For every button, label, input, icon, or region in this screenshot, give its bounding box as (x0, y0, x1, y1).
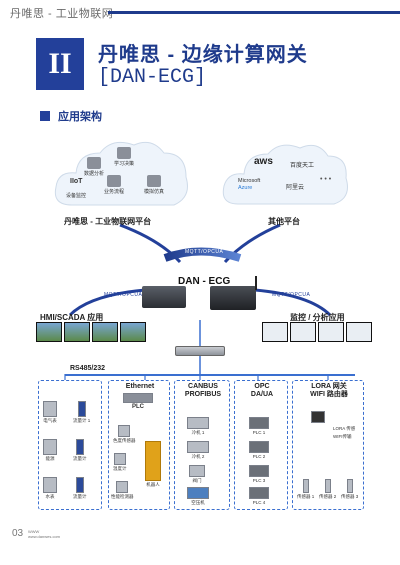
device-sensor-2: 传感器 2 (319, 479, 336, 500)
hmi-label: HMI/SCADA 应用 (40, 313, 104, 322)
monitor-icon (346, 322, 372, 342)
item-monitoring: 设备监控 (66, 193, 87, 199)
aliyun-logo: 阿里云 (286, 185, 305, 191)
analysis-monitors (262, 322, 372, 342)
top-bar: 丹唯思 - 工业物联网 (0, 0, 400, 24)
item-iiot: IIoT (70, 178, 83, 185)
gateway-unit-2 (210, 286, 256, 310)
device-chiller-2: 冷机 2 (187, 441, 209, 460)
monitor-icon (120, 322, 146, 342)
gateway-label: DAN - ECG (178, 276, 231, 287)
ethernet-title: Ethernet (125, 383, 155, 390)
cloud-left-label: 丹唯思 - 工业物联网平台 (64, 217, 152, 226)
monitor-icon (92, 322, 118, 342)
band-label-left: MQTT/OPCUA (104, 292, 143, 298)
group-rs485: 电气表 流量计 1 能源 流量计 水表 流量计 (38, 380, 102, 510)
band-left-down (68, 288, 146, 317)
device-water-meter: 水表 (43, 477, 57, 500)
device-plc-3: PLC 3 (249, 465, 269, 483)
monitor-icon (36, 322, 62, 342)
device-plc: PLC (123, 393, 153, 410)
band-label-middle: MQTT/OPCUA (185, 249, 224, 255)
device-robot: 机器人 (145, 441, 161, 488)
item-workflow: 业务流程 (104, 175, 124, 195)
network-switch-icon (175, 346, 225, 356)
antenna-icon (255, 276, 257, 290)
monitor-icon (64, 322, 90, 342)
item-data-analysis: 数据分析 (84, 157, 104, 177)
header-rule (108, 11, 400, 14)
page-number: 03 (12, 528, 24, 539)
device-color-sensor: 色度传感器 (113, 425, 136, 444)
chapter-badge: II (36, 38, 84, 90)
azure-logo: Azure (238, 185, 253, 191)
simulation-icon (147, 175, 161, 187)
device-plc-4: PLC 4 (249, 487, 269, 505)
monitor-icon (290, 322, 316, 342)
group-ethernet: Ethernet PLC 色度传感器 温度计 性能检测器 机器人 (108, 380, 170, 510)
device-compressor: 空压机 (187, 487, 209, 506)
device-plc-2: PLC 2 (249, 441, 269, 459)
device-flowmeter-3: 流量计 (73, 477, 87, 500)
device-energy: 能源 (43, 439, 57, 462)
device-flowmeter-1: 流量计 1 (73, 401, 90, 424)
brain-icon (117, 147, 131, 159)
microsoft-logo: Microsoft (238, 178, 261, 184)
device-sensor-3: 传感器 3 (341, 479, 358, 500)
header-title: 丹唯思 - 工业物联网 (10, 8, 114, 20)
bus-line (65, 374, 355, 376)
aws-logo: aws (254, 156, 273, 167)
band-top (163, 247, 242, 262)
item-simulation: 模拟仿真 (144, 175, 164, 195)
section-marker (40, 111, 50, 121)
device-meter: 电气表 (43, 401, 57, 424)
monitor-app-label: 监控 / 分析应用 (290, 313, 345, 322)
workflow-icon (107, 175, 121, 187)
platform-cloud-right: aws 百度天工 Microsoft Azure 阿里云 • • • (220, 138, 350, 214)
page-title: 丹唯思 - 边缘计算网关 (98, 44, 308, 66)
device-flowmeter-2: 流量计 (73, 439, 87, 462)
chart-icon (87, 157, 101, 169)
tianmu-logo: 百度天工 (290, 163, 315, 169)
gateway-unit-1 (142, 286, 186, 308)
device-wifi-transfer: WIFI传输 (333, 434, 352, 439)
device-router (311, 411, 325, 423)
more-logo: • • • (320, 176, 332, 183)
section-title: 应用架构 (58, 111, 102, 123)
device-performance-tester: 性能检测器 (111, 481, 134, 500)
device-lora-sensor: LORA 传感 (333, 426, 356, 431)
hmi-monitors (36, 322, 146, 342)
device-valve: 阀门 (189, 465, 205, 484)
platform-cloud-left: 数据分析 学习决策 IIoT 设备监控 业务流程 模拟仿真 (52, 135, 192, 215)
page-subtitle: [DAN-ECG] (98, 66, 207, 89)
device-thermometer: 温度计 (113, 453, 127, 472)
device-sensor-1: 传感器 1 (297, 479, 314, 500)
monitor-icon (262, 322, 288, 342)
device-plc-1: PLC 1 (249, 417, 269, 435)
monitor-icon (318, 322, 344, 342)
cloud-right-label: 其他平台 (268, 217, 300, 226)
device-chiller-1: 冷机 1 (187, 417, 209, 436)
band-label-right: MQTT/OPCUA (272, 292, 311, 298)
band-right-down (254, 288, 332, 317)
item-learning: 学习决策 (114, 147, 134, 167)
bus-label: RS485/232 (70, 365, 106, 372)
